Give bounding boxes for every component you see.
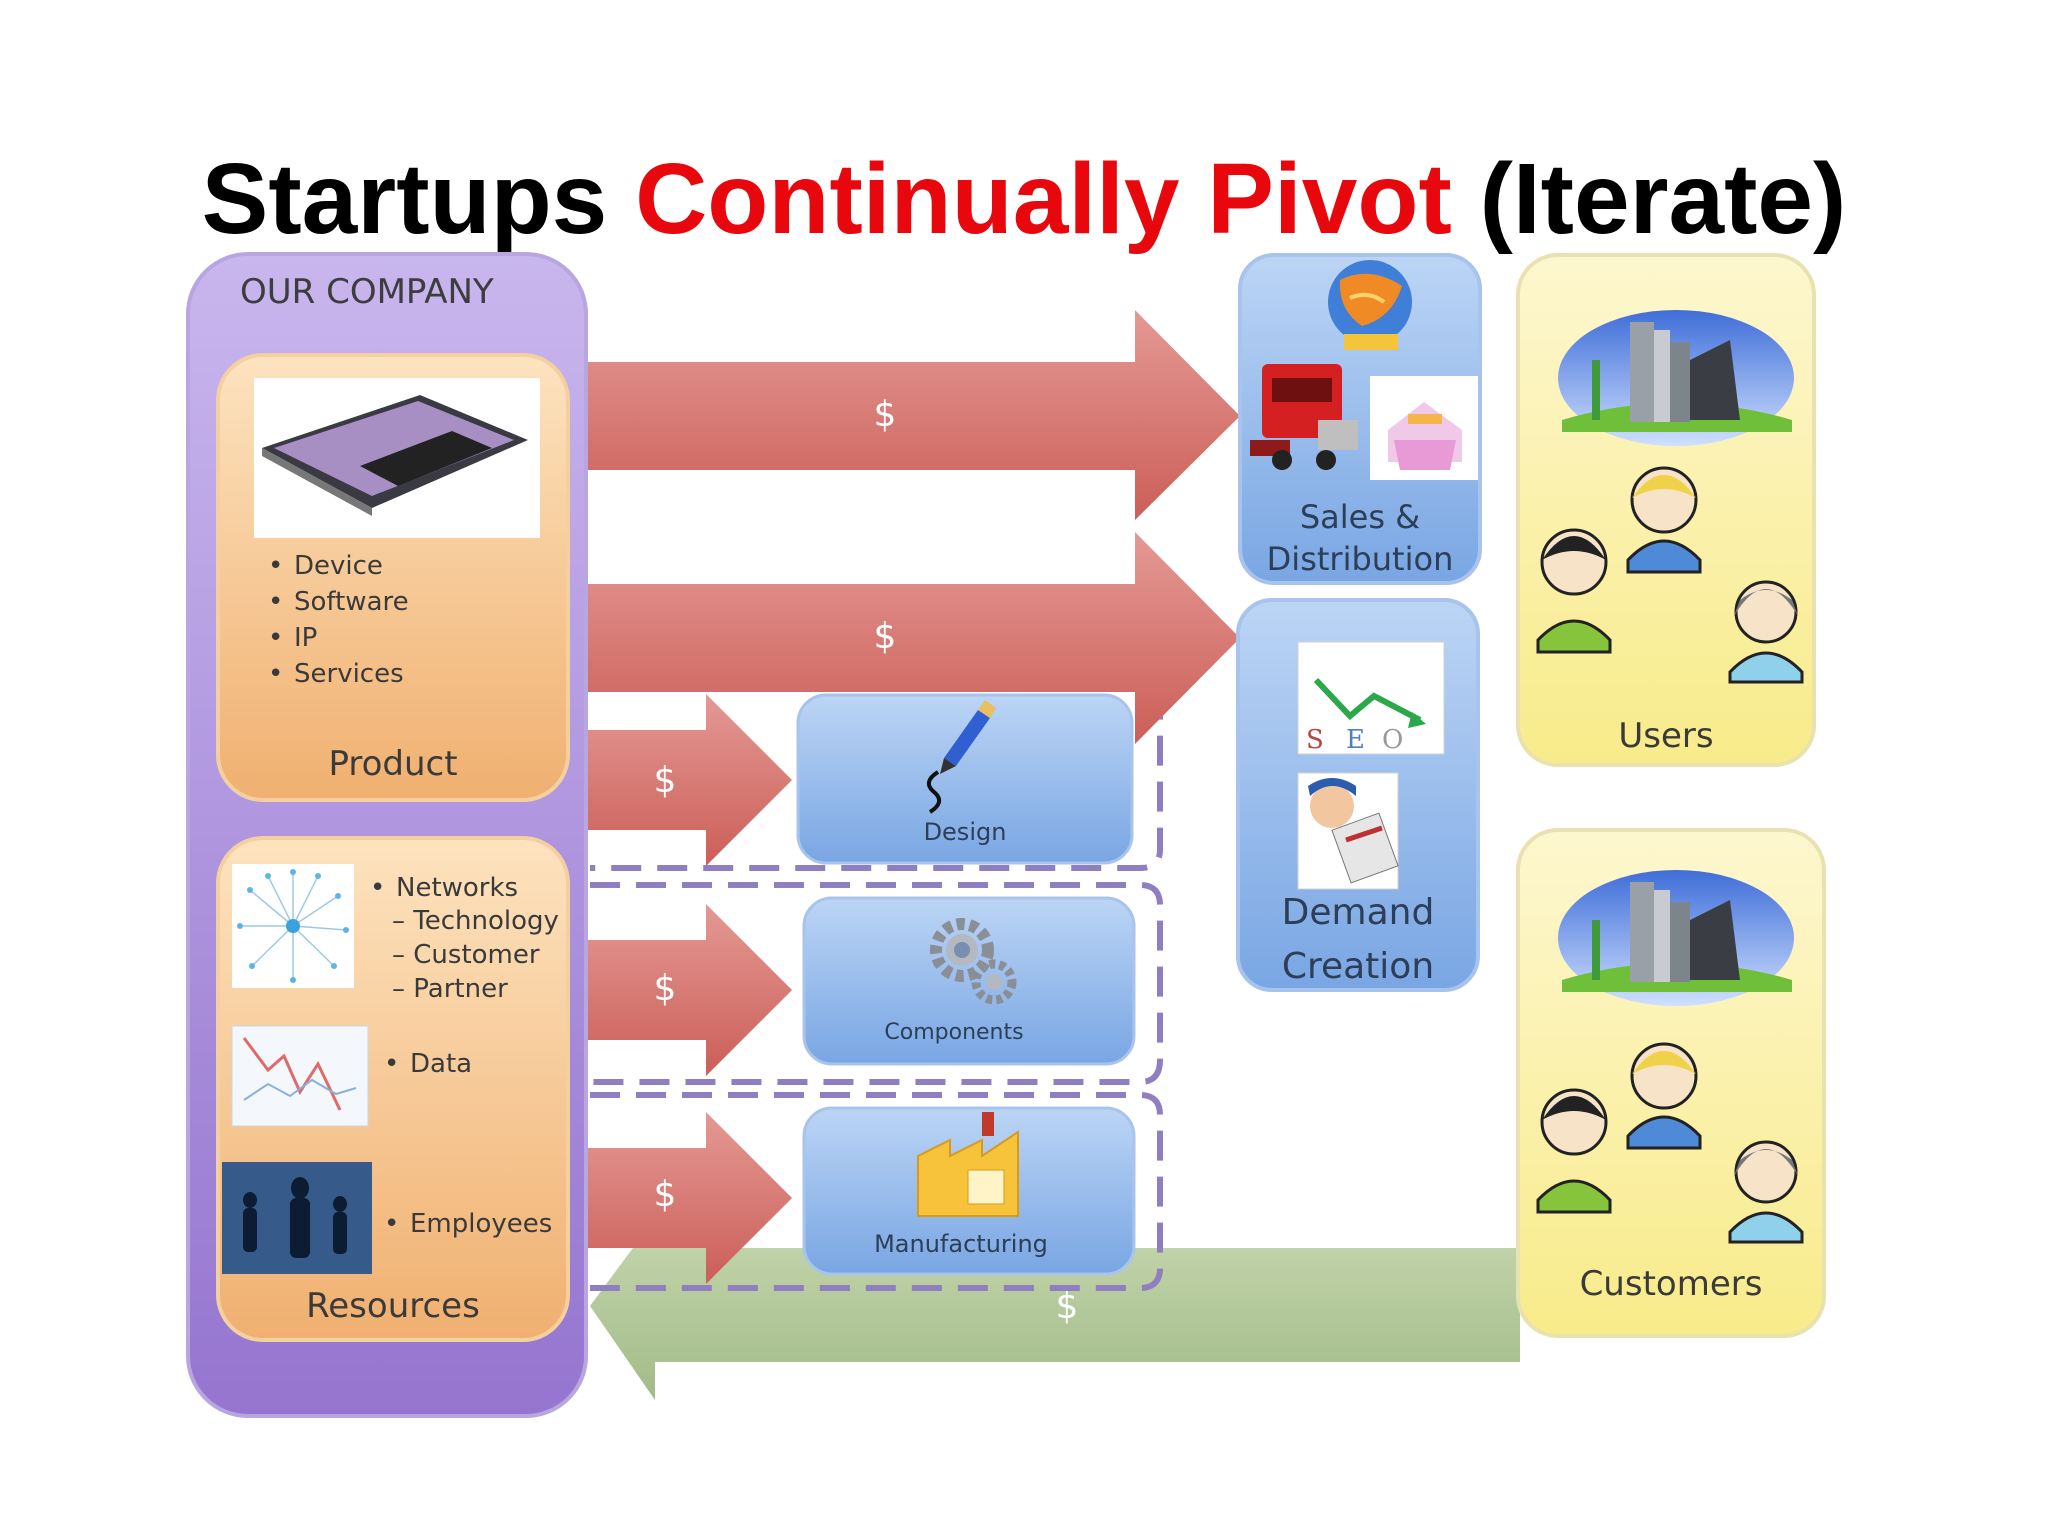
pencil-icon <box>926 700 996 814</box>
people-group-icon <box>1536 466 1804 684</box>
factory-icon <box>917 1112 1019 1217</box>
title-part-2: (Iterate) <box>1451 143 1847 255</box>
slide-title: Startups Continually Pivot (Iterate) <box>0 139 2048 259</box>
components-box <box>802 896 1136 1066</box>
design-box <box>796 693 1134 865</box>
sales-distribution-box <box>1238 253 1482 585</box>
money-label: $ <box>653 1174 677 1215</box>
newspaper-person-icon <box>1297 772 1399 890</box>
city-icon <box>1558 870 1794 1006</box>
employees-bullet-list: Employees <box>384 1206 584 1242</box>
resources-label: Resources <box>306 1286 480 1326</box>
company-heading: OUR COMPANY <box>240 272 494 312</box>
users-label: Users <box>1618 716 1714 756</box>
title-highlight: Continually Pivot <box>635 143 1452 255</box>
networks-sub-item: Technology <box>413 906 559 936</box>
demand-label-line: Demand <box>1281 892 1435 933</box>
money-label: $ <box>873 394 897 435</box>
components-label: Components <box>884 1020 1024 1045</box>
money-label: $ <box>653 760 677 801</box>
product-bullet: Device <box>268 548 448 584</box>
employees-bullet: Employees <box>384 1206 584 1242</box>
title-part-1: Startups <box>201 143 636 255</box>
design-label: Design <box>923 818 1007 846</box>
networks-label: Networks <box>370 870 570 906</box>
product-bullets: Device Software IP Services <box>268 548 448 692</box>
money-label: $ <box>873 616 897 657</box>
money-label: $ <box>653 968 677 1009</box>
product-bullet: Services <box>268 656 448 692</box>
tablet-icon <box>254 378 540 538</box>
demand-creation-label: Demand Creation <box>1238 886 1478 994</box>
network-graph-icon <box>232 864 354 988</box>
customers-label: Customers <box>1579 1264 1763 1304</box>
networks-sub-item: Partner <box>413 974 508 1004</box>
money-arrow-manufacturing <box>588 1112 792 1284</box>
svg-text:O: O <box>1382 725 1403 755</box>
money-arrow-design <box>588 694 792 866</box>
sales-label-line: Sales & <box>1299 498 1421 536</box>
data-chart-icon <box>231 1025 369 1127</box>
people-group-icon <box>1536 1042 1804 1244</box>
product-bullet: Software <box>268 584 448 620</box>
demand-label-line: Creation <box>1281 946 1435 987</box>
networks-sub-item: Customer <box>413 940 540 970</box>
gears-icon <box>930 918 1017 1005</box>
seo-icon: S E O <box>1297 641 1445 755</box>
store-icon <box>1370 376 1478 480</box>
money-arrow-sales <box>588 310 1240 520</box>
data-bullet-list: Data <box>384 1046 564 1082</box>
web-globe-icon <box>1328 260 1412 350</box>
truck-icon <box>1250 364 1358 470</box>
money-arrow-components <box>588 904 792 1076</box>
networks-sub-list: – Technology – Customer – Partner <box>392 906 559 1004</box>
product-label: Product <box>328 744 458 784</box>
product-bullet: IP <box>268 620 448 656</box>
money-arrows <box>588 310 1240 1284</box>
dashed-outline <box>590 677 1163 1291</box>
sales-label-line: Distribution <box>1266 540 1454 578</box>
employees-photo-icon <box>222 1162 372 1274</box>
networks-bullets: Networks <box>370 870 570 906</box>
city-icon <box>1558 310 1794 446</box>
manufacturing-label: Manufacturing <box>874 1230 1048 1258</box>
money-arrow-demand <box>588 532 1240 744</box>
money-label: $ <box>1055 1286 1079 1327</box>
svg-text:E: E <box>1346 725 1365 755</box>
data-bullet: Data <box>384 1046 564 1082</box>
sales-distribution-label: Sales & Distribution <box>1240 496 1480 580</box>
svg-text:S: S <box>1306 725 1324 755</box>
